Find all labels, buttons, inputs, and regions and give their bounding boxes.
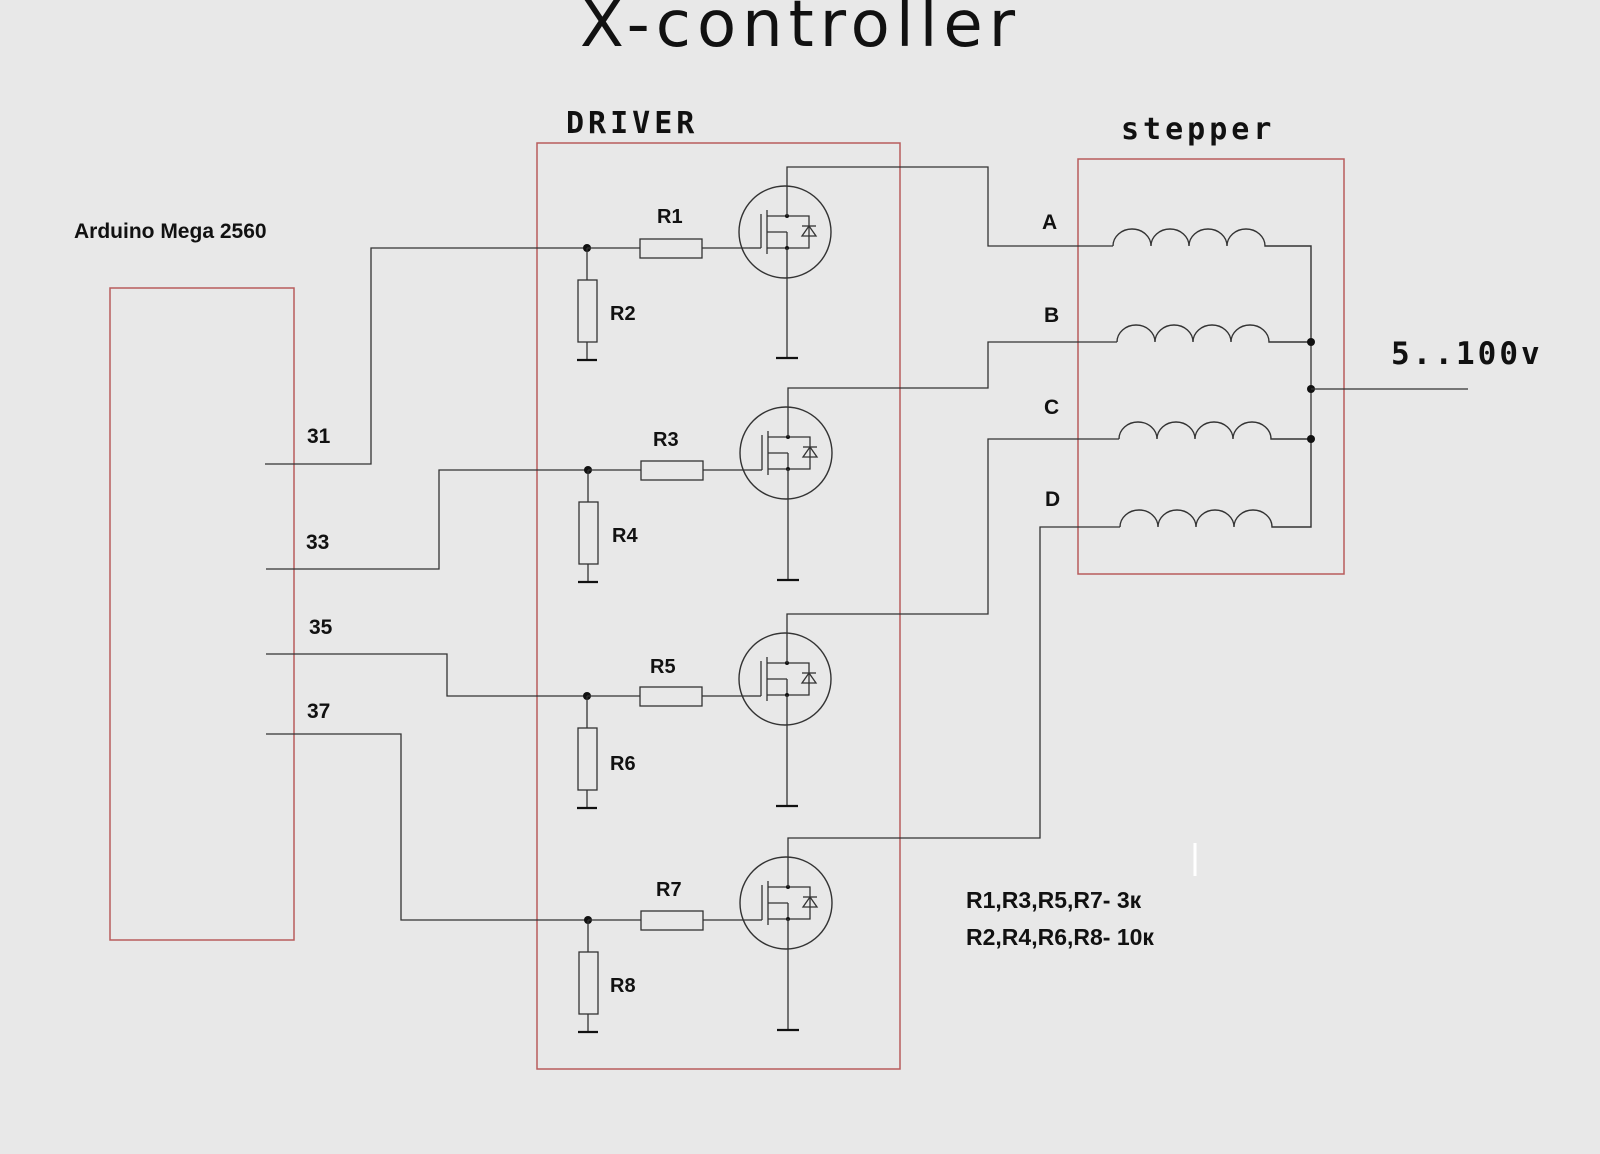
arduino-label: Arduino Mega 2560 xyxy=(74,220,267,243)
coil-icon xyxy=(1116,324,1311,343)
wire-pin-35 xyxy=(266,653,587,697)
mosfet-icon xyxy=(738,185,832,279)
wire-phase-c xyxy=(786,438,1119,633)
resistor-label-r5: R5 xyxy=(650,656,676,678)
pin-label-35: 35 xyxy=(309,616,333,639)
resistor-label-r3: R3 xyxy=(653,429,679,451)
wire-phase-b xyxy=(787,341,1117,407)
resistor-icon xyxy=(577,727,598,791)
resistor-note-1: R1,R3,R5,R7- 3к xyxy=(966,887,1142,913)
phase-label-a: A xyxy=(1042,211,1057,234)
resistor-label-r6: R6 xyxy=(610,753,636,775)
wire-phase-a xyxy=(786,166,1113,247)
coil-icon xyxy=(1112,228,1312,342)
wire-pin-37 xyxy=(266,733,588,921)
mosfet-icon xyxy=(739,856,833,950)
junction-dot xyxy=(1307,338,1315,346)
stepper-label: stepper xyxy=(1121,112,1275,147)
resistor-label-r7: R7 xyxy=(656,879,682,901)
pin-label-31: 31 xyxy=(307,425,331,448)
phase-label-c: C xyxy=(1044,396,1059,419)
wire-pin-33 xyxy=(266,469,588,570)
driver-stage-3: R5 R6 xyxy=(577,632,832,810)
arduino-box xyxy=(109,287,295,941)
resistor-label-r1: R1 xyxy=(657,206,683,228)
driver-stage-2: R3 R4 xyxy=(578,406,833,584)
stepper-box xyxy=(1077,158,1345,575)
junction-dot xyxy=(1307,435,1315,443)
pin-label-37: 37 xyxy=(307,700,330,723)
wire-pin-31 xyxy=(265,247,587,465)
resistor-icon xyxy=(578,951,599,1015)
pin-label-33: 33 xyxy=(306,531,329,554)
resistor-icon xyxy=(639,238,703,259)
mosfet-icon xyxy=(739,406,833,500)
coil-icon xyxy=(1118,421,1311,440)
driver-box xyxy=(536,142,901,1070)
driver-stage-4: R7 R8 xyxy=(578,856,833,1034)
coil-icon xyxy=(1119,439,1312,528)
resistor-icon xyxy=(640,910,704,931)
wire-phase-d xyxy=(787,526,1120,857)
resistor-icon xyxy=(578,501,599,565)
resistor-label-r8: R8 xyxy=(610,975,636,997)
supply-voltage-label: 5..100v xyxy=(1391,336,1543,372)
driver-label: DRIVER xyxy=(566,106,698,141)
phase-label-d: D xyxy=(1045,488,1060,511)
resistor-label-r4: R4 xyxy=(612,525,638,547)
resistor-icon xyxy=(639,686,703,707)
phase-label-b: B xyxy=(1044,304,1059,327)
mosfet-icon xyxy=(738,632,832,726)
resistor-note-2: R2,R4,R6,R8- 10к xyxy=(966,924,1154,950)
resistor-icon xyxy=(640,460,704,481)
diagram-title: X-controller xyxy=(580,0,1021,62)
resistor-label-r2: R2 xyxy=(610,303,636,325)
driver-stage-1: R1 R2 xyxy=(577,185,832,362)
resistor-icon xyxy=(577,279,598,343)
